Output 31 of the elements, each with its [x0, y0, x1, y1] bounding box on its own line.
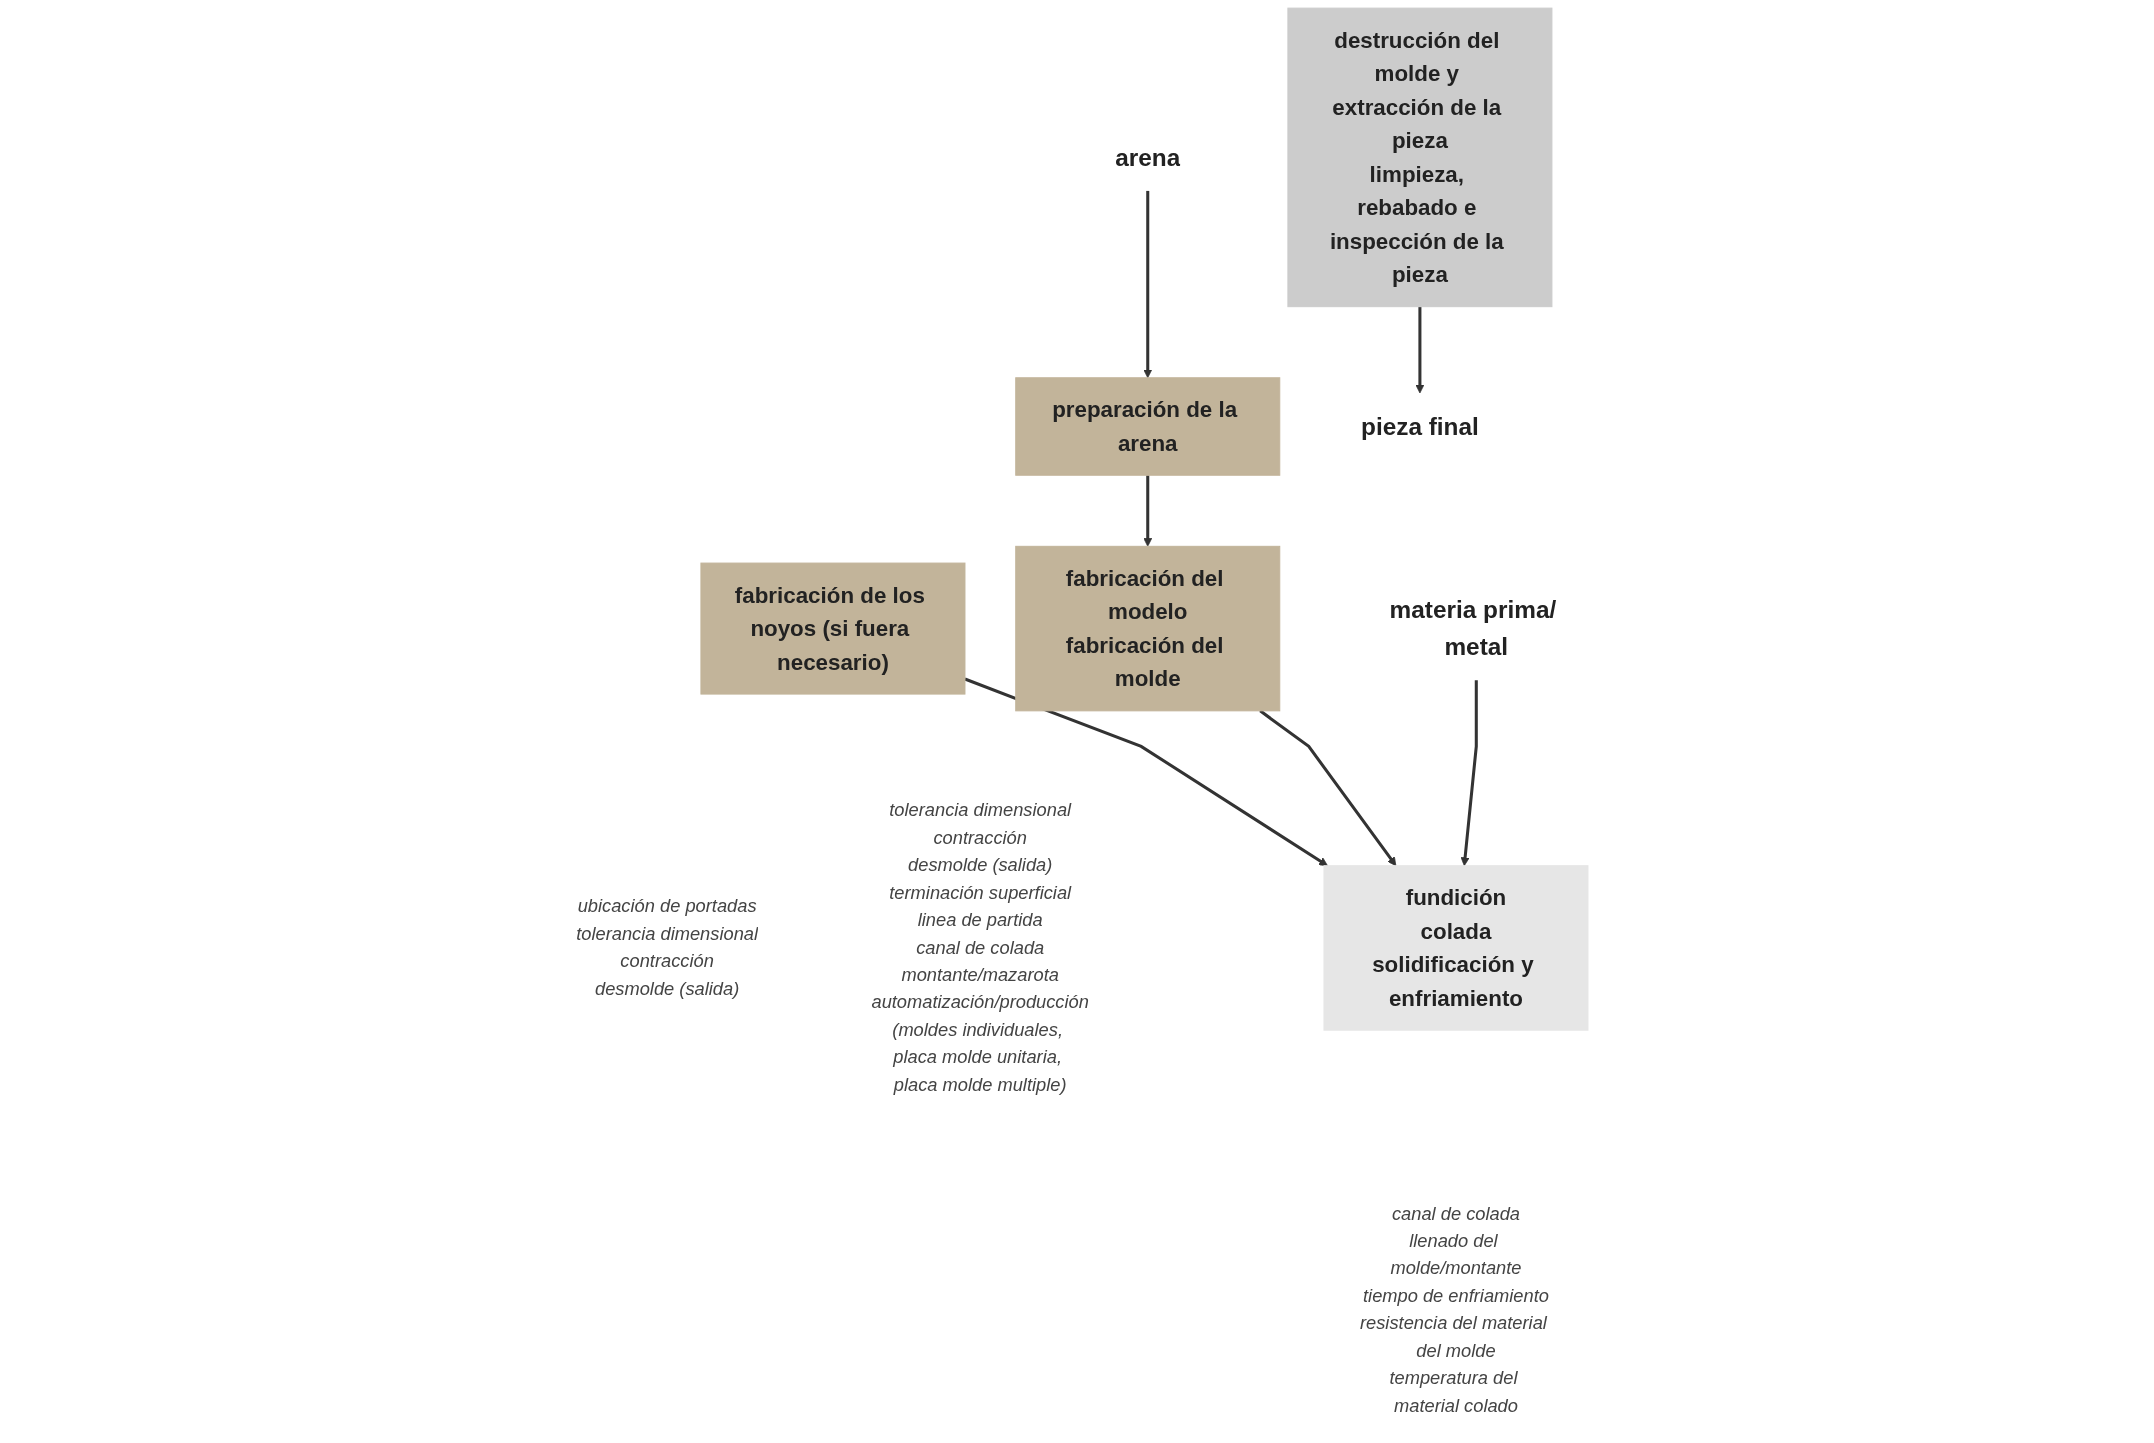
node-label: temperatura del material colado — [1389, 1367, 1518, 1416]
node-box: fabricación de los noyos (si fuera necesario) — [700, 562, 966, 695]
node-label: linea de partida — [917, 909, 1043, 931]
node-text: arena — [1115, 143, 1181, 171]
node-box: fundición colada solidificación y enfriamiento — [1323, 865, 1589, 1031]
node-label: (moldes individuales, placa molde unitaria, placa molde multiple) — [892, 1019, 1067, 1095]
arrow — [1259, 709, 1397, 867]
node-label: tolerancia dimensional — [889, 800, 1072, 821]
node-label: canal de colada — [916, 937, 1045, 958]
node-label: terminación superficial — [889, 882, 1072, 903]
node-label: ubicación de portadas — [577, 896, 757, 917]
node-box: destrucción del molde y extracción de la pieza limpieza, rebabado e inspección de la pieza — [1287, 7, 1553, 308]
node-label: montante/mazarota — [901, 964, 1059, 986]
node-label: automatización/producción — [871, 992, 1089, 1013]
node-box: preparación de la arena — [1015, 377, 1281, 476]
arrow — [1415, 306, 1425, 394]
arrow — [1143, 475, 1153, 547]
node-label: llenado del molde/montante — [1390, 1230, 1522, 1279]
node-text: pieza final — [1361, 412, 1479, 440]
arrow — [964, 677, 1328, 867]
node-box: fabricación del modelo fabricación del molde — [1015, 545, 1281, 712]
node-label: desmolde (salida) — [908, 855, 1053, 876]
arrow — [1143, 190, 1153, 379]
node-label: desmolde (salida) — [594, 978, 740, 999]
node-label: tolerancia dimensional — [576, 923, 759, 944]
node-label: canal de colada — [1391, 1203, 1520, 1224]
node-label: tiempo de enfriamiento — [1363, 1285, 1549, 1306]
node-label: contracción — [933, 827, 1027, 848]
arrow — [1460, 680, 1478, 867]
node-label: contracción — [620, 951, 714, 972]
node-text: materia prima/ metal — [1389, 596, 1557, 661]
